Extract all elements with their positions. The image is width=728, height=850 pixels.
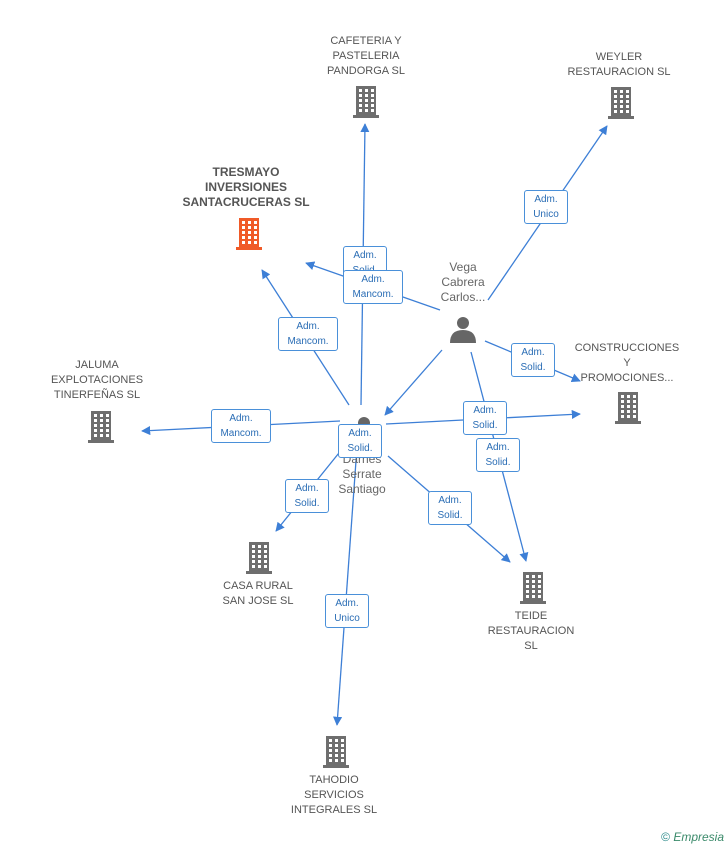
edge-role-badge: Adm. Solid. bbox=[338, 424, 382, 458]
building-icon[interactable] bbox=[520, 572, 546, 604]
company-label-cafeteria[interactable]: CAFETERIA Y PASTELERIA PANDORGA SL bbox=[326, 35, 406, 77]
brand-logo[interactable]: Empresia bbox=[673, 830, 724, 844]
edge-role-badge: Adm. Solid. bbox=[463, 401, 507, 435]
edge-role-badge: Adm. Solid. bbox=[476, 438, 520, 472]
edge-role-badge: Adm. Solid. bbox=[511, 343, 555, 377]
building-icon[interactable] bbox=[353, 86, 379, 118]
company-label-jaluma[interactable]: JALUMA EXPLOTACIONES TINERFEÑAS SL bbox=[50, 359, 144, 401]
edge-darnes-tahodio bbox=[333, 446, 358, 726]
edge-role-badge: Adm. Solid. bbox=[285, 479, 329, 513]
company-label-tahodio[interactable]: TAHODIO SERVICIOS INTEGRALES SL bbox=[290, 774, 378, 816]
company-label-teide[interactable]: TEIDE RESTAURACION SL bbox=[487, 610, 575, 652]
building-icon[interactable] bbox=[236, 218, 262, 250]
person-icon[interactable] bbox=[450, 317, 476, 343]
footer: © Empresia bbox=[661, 830, 724, 844]
edge-vega-casarural bbox=[384, 349, 443, 416]
company-label-weyler[interactable]: WEYLER RESTAURACION SL bbox=[567, 51, 671, 78]
edge-role-badge: Adm. Mancom. bbox=[278, 317, 338, 351]
copyright-symbol: © bbox=[661, 830, 670, 844]
edge-role-badge: Adm. Unico bbox=[524, 190, 568, 224]
edge-role-badge: Adm. Solid. bbox=[428, 491, 472, 525]
building-icon[interactable] bbox=[88, 411, 114, 443]
building-icon[interactable] bbox=[323, 736, 349, 768]
building-icon[interactable] bbox=[246, 542, 272, 574]
person-label-vega[interactable]: Vega Cabrera Carlos... bbox=[440, 260, 486, 304]
building-icon[interactable] bbox=[608, 87, 634, 119]
company-label-casarural[interactable]: CASA RURAL SAN JOSE SL bbox=[222, 580, 294, 607]
edge-role-badge: Adm. Mancom. bbox=[343, 270, 403, 304]
edge-role-badge: Adm. Mancom. bbox=[211, 409, 271, 443]
company-label-construcciones[interactable]: CONSTRUCCIONES Y PROMOCIONES... bbox=[574, 342, 680, 384]
edge-role-badge: Adm. Unico bbox=[325, 594, 369, 628]
building-icon[interactable] bbox=[615, 392, 641, 424]
person-label-darnes[interactable]: Darnes Serrate Santiago bbox=[338, 452, 386, 496]
company-label-tresmayo[interactable]: TRESMAYO INVERSIONES SANTACRUCERAS SL bbox=[182, 165, 310, 209]
